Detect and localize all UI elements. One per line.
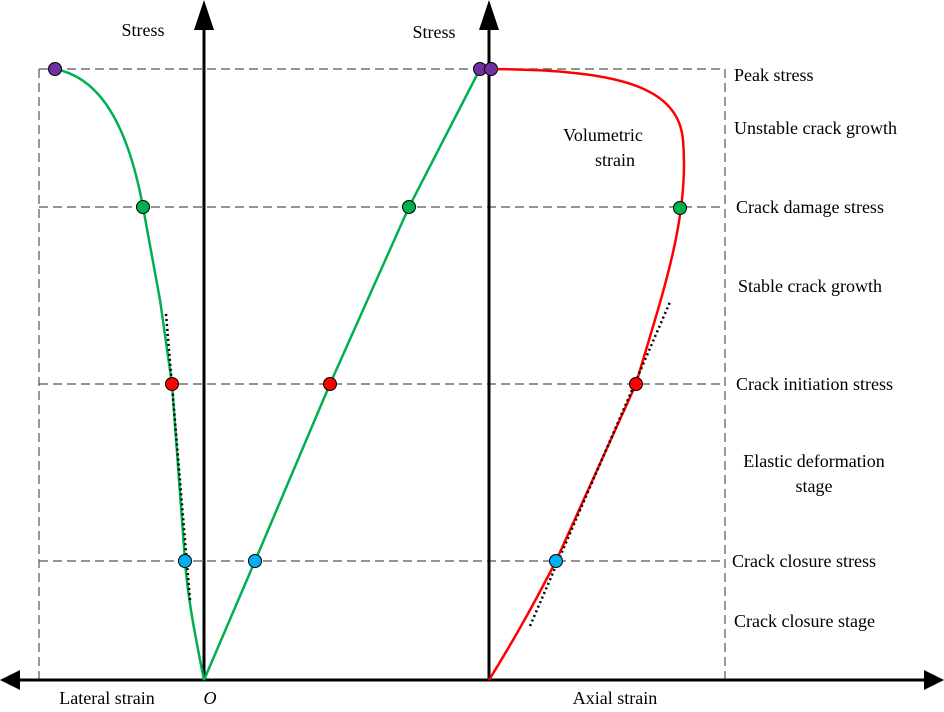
- initiation-point-volumetric: [629, 377, 643, 391]
- lateral-strain-curve: [54, 67, 206, 681]
- peak-stress-label: Peak stress: [734, 65, 814, 85]
- initiation-point-axial: [323, 377, 337, 391]
- closure-point-axial: [248, 554, 262, 568]
- axial-strain-curve: [202, 68, 482, 681]
- axial-arrow-icon: [924, 670, 944, 690]
- damage-point-lateral: [136, 200, 150, 214]
- right-stress-arrow-icon: [479, 0, 499, 30]
- origin-label: O: [204, 688, 217, 708]
- lateral-arrow-icon: [0, 670, 20, 690]
- crack-closure-stage-label: Crack closure stage: [734, 611, 875, 631]
- stage-points: [48, 62, 687, 568]
- stable-crack-growth-label: Stable crack growth: [738, 276, 882, 296]
- left-stress-arrow-icon: [194, 0, 214, 30]
- crack-initiation-stress-label: Crack initiation stress: [736, 374, 893, 394]
- damage-point-volumetric: [673, 201, 687, 215]
- elastic-stage-label-line1: Elastic deformation: [743, 451, 884, 471]
- axial-strain-label: Axial strain: [573, 688, 657, 708]
- left-stress-label: Stress: [121, 20, 164, 40]
- initiation-point-lateral: [165, 377, 179, 391]
- damage-point-axial: [402, 200, 416, 214]
- volumetric-label-line2: strain: [595, 150, 635, 170]
- stage-guides: [38, 68, 726, 680]
- unstable-crack-growth-label: Unstable crack growth: [734, 118, 897, 138]
- peak-point-lateral: [48, 62, 62, 76]
- closure-point-volumetric: [549, 554, 563, 568]
- elastic-stage-label-line2: stage: [796, 476, 833, 496]
- axes: [0, 0, 944, 690]
- volumetric-tangent-line: [528, 301, 672, 627]
- volumetric-label-line1: Volumetric: [563, 125, 643, 145]
- closure-point-lateral: [178, 554, 192, 568]
- right-stress-label: Stress: [412, 22, 455, 42]
- peak-point-volumetric: [484, 62, 498, 76]
- volumetric-strain-curve: [487, 67, 686, 681]
- lateral-strain-label: Lateral strain: [59, 688, 154, 708]
- crack-damage-stress-label: Crack damage stress: [736, 197, 884, 217]
- crack-closure-stress-label: Crack closure stress: [732, 551, 876, 571]
